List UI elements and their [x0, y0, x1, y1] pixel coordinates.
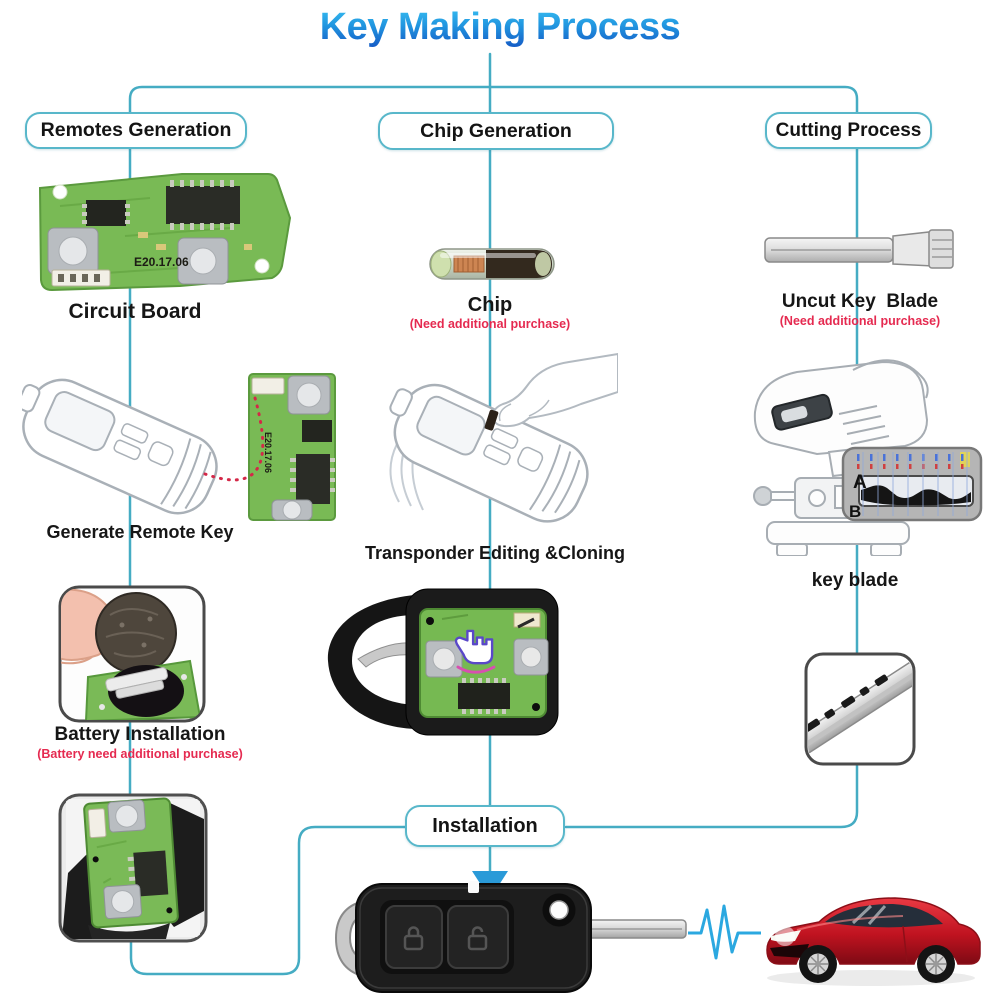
unlock-icon [467, 926, 488, 951]
transponder-chip-image [429, 248, 555, 280]
circuit-board-label: Circuit Board [68, 300, 202, 323]
chip-label: Chip [467, 294, 513, 316]
board-marking-text: E20.17.06 [134, 255, 189, 269]
header-chip-generation: Chip Generation [378, 112, 614, 150]
depth-gauge-panel: A B [841, 446, 983, 522]
front-wheel [799, 945, 837, 983]
board-marking-text-2: E20.17.06 [263, 432, 273, 473]
lock-icon [403, 926, 424, 951]
header-cutting-process: Cutting Process [765, 112, 932, 149]
transponder-editing-image [389, 352, 618, 523]
generate-remote-image: E20.17.06 [22, 373, 336, 521]
rear-wheel [917, 945, 955, 983]
connector-left-hook [129, 825, 407, 976]
programmer-device [22, 378, 218, 515]
transponder-editing-label: Transponder Editing &Cloning [365, 543, 625, 563]
connector-right-spine [564, 146, 859, 829]
board-in-shell-image [58, 793, 208, 943]
generate-remote-label: Generate Remote Key [46, 522, 234, 542]
key-blade-label: key blade [811, 570, 899, 591]
pairing-dotted-line [203, 396, 265, 482]
flip-key-fob-image [334, 881, 687, 993]
keyring-hole [542, 893, 576, 927]
key-profile-silhouette [861, 485, 971, 506]
uncut-key-blade-label: Uncut Key Blade [781, 291, 939, 312]
folded-blade-loop [327, 595, 416, 729]
connector-top-span [128, 85, 859, 116]
shell-pcb [83, 797, 179, 929]
gauge-a-text: A [853, 472, 867, 493]
uncut-key-blade-note: (Need additional purchase) [779, 314, 941, 328]
chip-note: (Need additional purchase) [409, 317, 571, 331]
signal-zigzag [688, 904, 761, 960]
car-image [766, 897, 981, 986]
circuit-board-image: E20.17.06 [38, 173, 292, 292]
remote-pcb: E20.17.06 [248, 373, 336, 521]
battery-installation-note: (Battery need additional purchase) [37, 747, 243, 761]
grille [770, 944, 809, 958]
gauge-ticks [857, 452, 970, 469]
flip-key-board-image [327, 588, 559, 736]
header-remotes-generation: Remotes Generation [25, 112, 247, 149]
programmer-device-2 [389, 383, 589, 523]
battery-installation-image [58, 585, 206, 723]
battery-installation-label: Battery Installation [54, 724, 226, 745]
cutting-machine-image: A B [753, 359, 983, 556]
cut-key-image [804, 652, 916, 766]
hand-with-chip [484, 352, 618, 431]
gauge-b-text: B [849, 502, 861, 521]
hand-pointer-icon [454, 629, 496, 674]
installation-box: Installation [405, 805, 565, 847]
page-title: Key Making Process [0, 6, 1000, 49]
uncut-key-blade-image [764, 229, 954, 269]
